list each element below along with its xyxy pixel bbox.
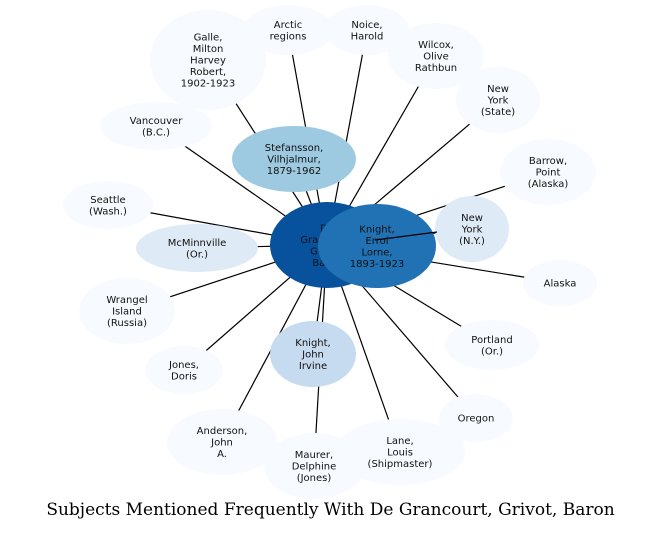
- node-vancouver[interactable]: Vancouver(B.C.): [100, 102, 212, 150]
- node-label-vancouver: Vancouver(B.C.): [130, 116, 184, 139]
- node-label-lane: Lane,Louis(Shipmaster): [368, 436, 433, 470]
- node-ellipse-anderson: [167, 409, 277, 475]
- node-label-mcminnville: McMinnville(Or.): [168, 238, 227, 261]
- node-ellipse-noice: [325, 5, 409, 55]
- node-ellipse-portland: [445, 320, 539, 370]
- node-noice[interactable]: Noice,Harold: [325, 5, 409, 55]
- node-ellipse-knight-errol: [318, 204, 436, 288]
- node-ellipse-maurer: [264, 433, 364, 499]
- node-label-oregon: Oregon: [458, 414, 495, 425]
- node-ellipse-seattle: [63, 181, 153, 229]
- node-label-stefansson: Stefansson,Vilhjalmur,1879-1962: [265, 143, 323, 177]
- node-portland[interactable]: Portland(Or.): [445, 320, 539, 370]
- node-ellipse-ny-ny: [435, 196, 509, 262]
- node-ellipse-barrow: [500, 139, 596, 205]
- node-jones[interactable]: Jones,Doris: [145, 346, 223, 394]
- node-ellipse-vancouver: [100, 102, 212, 150]
- node-stefansson[interactable]: Stefansson,Vilhjalmur,1879-1962: [232, 126, 356, 192]
- node-ellipse-alaska: [523, 260, 597, 306]
- node-ellipse-mcminnville: [136, 224, 258, 272]
- node-alaska[interactable]: Alaska: [523, 260, 597, 306]
- node-label-maurer: Maurer,Delphine(Jones): [292, 450, 337, 484]
- diagram-caption: Subjects Mentioned Frequently With De Gr…: [46, 500, 615, 520]
- node-ellipse-wilcox: [388, 23, 484, 89]
- node-seattle[interactable]: Seattle(Wash.): [63, 181, 153, 229]
- node-barrow[interactable]: Barrow,Point(Alaska): [500, 139, 596, 205]
- node-lane[interactable]: Lane,Louis(Shipmaster): [335, 419, 465, 485]
- node-oregon[interactable]: Oregon: [439, 394, 513, 442]
- node-label-seattle: Seattle(Wash.): [89, 195, 127, 218]
- node-ellipse-arctic: [243, 5, 333, 55]
- edge-overlay-center-ny-ny: [374, 231, 438, 241]
- node-label-alaska: Alaska: [544, 279, 577, 290]
- node-ellipse-galle: [150, 10, 266, 110]
- node-label-jones: Jones,Doris: [168, 360, 199, 383]
- node-ellipse-stefansson: [232, 126, 356, 192]
- node-label-portland: Portland(Or.): [471, 335, 512, 358]
- node-maurer[interactable]: Maurer,Delphine(Jones): [264, 433, 364, 499]
- node-label-barrow: Barrow,Point(Alaska): [528, 156, 569, 190]
- node-mcminnville[interactable]: McMinnville(Or.): [136, 224, 258, 272]
- node-ellipse-wrangel: [79, 278, 175, 344]
- node-ellipse-knight-john: [270, 321, 356, 387]
- node-ellipse-ny-state: [456, 67, 540, 133]
- node-ellipse-jones: [145, 346, 223, 394]
- node-ellipse-lane: [335, 419, 465, 485]
- node-ellipse-oregon: [439, 394, 513, 442]
- node-label-noice: Noice,Harold: [351, 20, 384, 43]
